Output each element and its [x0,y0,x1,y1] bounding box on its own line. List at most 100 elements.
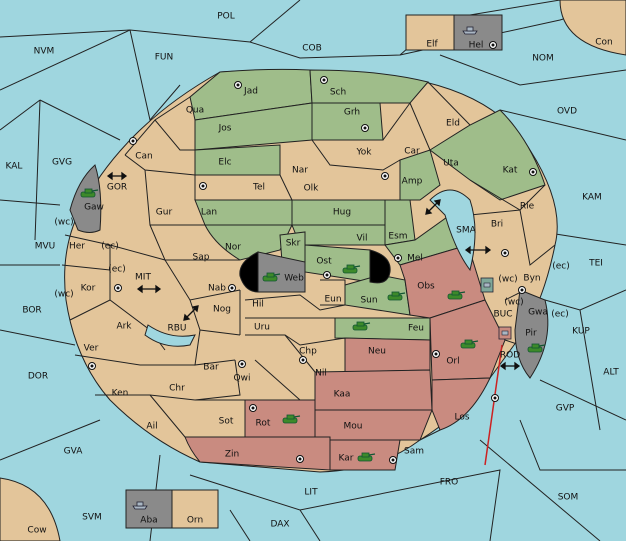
label-kor: Kor [81,284,96,294]
move-order-line [484,344,503,466]
label-neu: Neu [368,347,386,357]
label-mvu: MVU [35,242,56,252]
region-kat [429,109,546,201]
fleet-unit-rod[interactable] [498,326,512,340]
label-gwa: Gwa [528,308,548,318]
label-hel: Hel [469,41,484,51]
label-ver: Ver [84,344,99,354]
box-aba [125,489,173,529]
label-cow: Cow [27,526,46,536]
region-pir [514,289,549,379]
label-nvm: NVM [34,47,55,57]
label-car: Car [404,147,420,157]
label-gur: Gur [156,208,173,218]
label-rie: Rie [520,202,535,212]
label-her: Her [69,242,85,252]
label-gva: GVA [64,447,84,457]
label-dax: DAX [270,520,289,530]
inlet-rbu [144,324,196,347]
label-pir: Pir [525,329,537,339]
label-mel: Mel [407,254,423,264]
label-zin: Zin [225,450,239,460]
label-sch: Sch [330,88,346,98]
green-territories [189,68,546,341]
fleet-unit-hel[interactable] [462,26,478,35]
fleet-unit-buc[interactable] [480,277,494,293]
label-alt: ALT [603,368,619,378]
army-unit-sun[interactable] [387,291,406,301]
region-mou [314,409,433,441]
label-nar: Nar [292,166,308,176]
label-hil: Hil [252,300,264,310]
tunnel-east [369,249,391,284]
region-sch [309,69,429,104]
fleet-unit-aba[interactable] [132,501,148,510]
label-bor: BOR [22,306,41,316]
label-gvp: GVP [556,404,575,414]
label-lan: Lan [201,208,217,218]
coast-ec-byn: (ec) [552,262,570,272]
label-kam: KAM [582,193,602,203]
label-lit: LIT [304,488,318,498]
label-uta: Uta [443,159,459,169]
region-nor [204,224,293,261]
label-gvg: GVG [52,158,72,168]
label-rot: Rot [256,419,271,429]
region-neu [344,337,431,373]
label-fro: FRO [440,478,459,488]
label-qwi: Qwi [234,374,251,384]
region-elc [194,144,281,176]
adjacency-arrows [106,171,521,371]
label-jad: Jad [243,87,258,97]
army-unit-feu[interactable] [352,321,371,331]
label-eun: Eun [324,295,341,305]
label-orn: Orn [187,516,203,526]
label-cob: COB [302,44,322,54]
label-yok: Yok [355,148,372,158]
region-vil [291,224,386,246]
army-unit-obs[interactable] [447,290,466,300]
region-zin [184,436,331,471]
label-ail: Ail [146,422,157,432]
label-eld: Eld [446,119,460,129]
label-ark: Ark [116,322,132,332]
label-kal: KAL [6,162,23,172]
coast-wc-kor: (wc) [54,290,73,300]
label-kaa: Kaa [334,390,351,400]
coast-ec-kor: (ec) [108,265,126,275]
tunnel-west [239,251,259,293]
label-sun: Sun [360,296,377,306]
label-esm: Esm [388,232,407,242]
label-tei: TEI [588,259,603,269]
army-unit-rot[interactable] [282,414,301,424]
coast-ec-her: (ec) [101,242,119,252]
label-kar: Kar [339,454,354,464]
army-units [80,188,546,462]
label-vil: Vil [357,234,368,244]
label-pol: POL [217,12,235,22]
label-qua: Qua [186,106,204,116]
supply-center-dots [90,43,535,462]
label-skr: Skr [286,239,301,249]
army-unit-gaw[interactable] [80,188,99,198]
army-unit-orl[interactable] [460,339,479,349]
label-rbu: RBU [167,324,186,334]
label-aba: Aba [140,516,157,526]
label-ost: Ost [316,257,332,267]
label-svm: SVM [82,513,102,523]
army-unit-kar[interactable] [357,452,376,462]
label-can: Can [135,152,153,162]
army-unit-pir[interactable] [527,343,546,353]
map-labels: POL COB FUN NVM NOM Con OVD KAL GVG KAM … [6,12,620,536]
label-buc: BUC [493,310,512,320]
label-web: Web [284,274,304,284]
label-obs: Obs [417,282,435,292]
label-elf: Elf [426,40,438,50]
label-nor: Nor [225,243,241,253]
label-gor: GOR [107,183,127,193]
label-sma: SMA [456,226,476,236]
army-unit-ost[interactable] [342,264,361,274]
army-unit-web[interactable] [262,272,281,282]
label-gaw: Gaw [84,203,104,213]
